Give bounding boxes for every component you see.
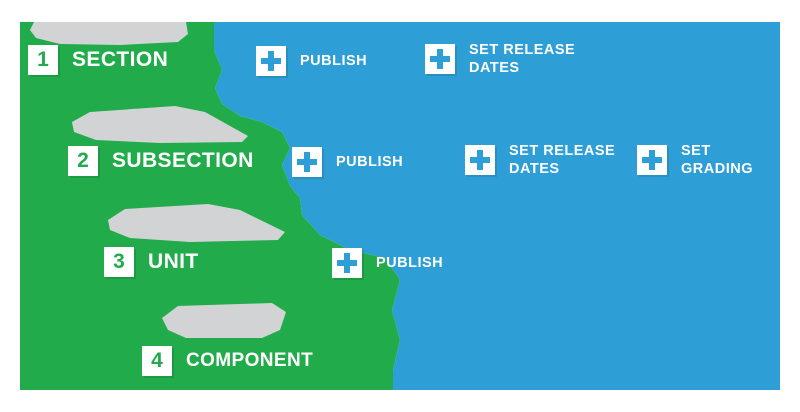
level-badge-1: 1 (28, 45, 58, 75)
action-section-set-release-dates[interactable]: SET RELEASE DATES (425, 41, 575, 77)
level-label-component: COMPONENT (186, 350, 314, 371)
grey-shelf-4 (162, 303, 286, 338)
level-row-section: 1 SECTION (28, 45, 168, 75)
action-label-publish: PUBLISH (376, 254, 444, 271)
level-badge-2: 2 (68, 146, 98, 176)
action-unit-publish[interactable]: PUBLISH (332, 248, 443, 278)
level-label-section: SECTION (72, 48, 169, 71)
plus-icon[interactable] (256, 46, 286, 76)
level-row-component: 4 COMPONENT (142, 346, 313, 376)
action-section-publish[interactable]: PUBLISH (256, 46, 367, 76)
blue-region (205, 22, 780, 390)
plus-icon[interactable] (425, 44, 455, 75)
action-subsection-publish[interactable]: PUBLISH (292, 147, 403, 177)
level-label-subsection: SUBSECTION (112, 149, 254, 172)
plus-icon[interactable] (332, 248, 362, 278)
action-label-publish: PUBLISH (300, 52, 368, 69)
action-subsection-set-release-dates[interactable]: SET RELEASE DATES (465, 142, 615, 178)
action-label-set-release-dates: SET RELEASE DATES (509, 143, 616, 178)
level-label-unit: UNIT (148, 250, 199, 273)
grey-shelf-3 (108, 204, 285, 242)
level-row-subsection: 2 SUBSECTION (68, 146, 254, 176)
action-label-publish: PUBLISH (336, 153, 404, 170)
level-badge-4: 4 (142, 346, 172, 376)
plus-icon[interactable] (465, 145, 495, 176)
action-label-set-release-dates: SET RELEASE DATES (469, 42, 576, 77)
grey-shelf-2 (72, 106, 248, 143)
action-label-set-grading: SET GRADING (681, 143, 753, 178)
plus-icon[interactable] (292, 147, 322, 177)
grey-shelf-1 (30, 22, 188, 45)
level-row-unit: 3 UNIT (104, 247, 199, 277)
action-subsection-set-grading[interactable]: SET GRADING (637, 142, 753, 178)
plus-icon[interactable] (637, 145, 667, 176)
level-badge-3: 3 (104, 247, 134, 277)
